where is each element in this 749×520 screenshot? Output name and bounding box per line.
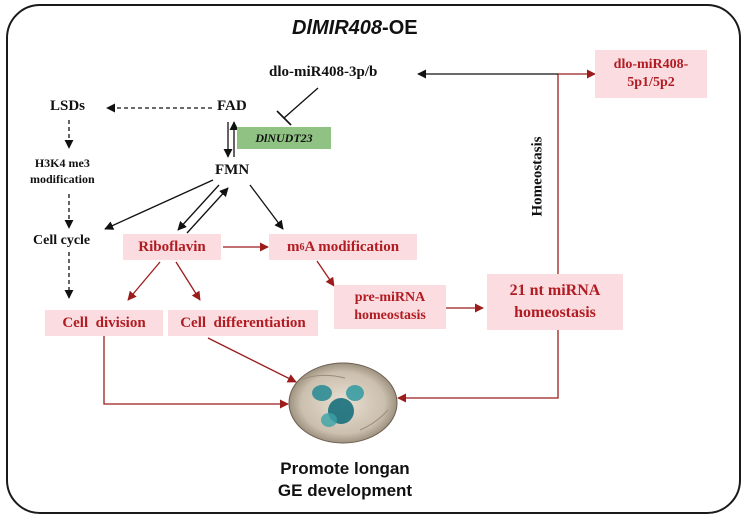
outcome-line1: Promote longan bbox=[280, 459, 410, 478]
fad-label: FAD bbox=[217, 98, 247, 114]
diagram-frame bbox=[6, 4, 741, 514]
arrow-riboflavin-to-division bbox=[127, 261, 161, 301]
pre-mirna-line1: pre-miRNA bbox=[354, 290, 426, 305]
mirna-5p-box: dlo-miR408- 5p1/5p2 bbox=[595, 50, 707, 98]
embryo-image bbox=[288, 362, 398, 444]
inhibit-bar bbox=[276, 110, 292, 126]
arrow-21nt-to-outcome bbox=[397, 330, 559, 403]
arrow-fmn-to-cellcycle bbox=[104, 179, 214, 230]
h3k4-label: H3K4 me3 modification bbox=[30, 155, 95, 187]
arrow-differentiation-to-outcome bbox=[207, 337, 297, 383]
arrow-division-to-outcome bbox=[103, 336, 289, 409]
mirna-3p-label: dlo-miR408-3p/b bbox=[269, 64, 378, 80]
cell-differentiation-box: Cell differentiation bbox=[168, 310, 318, 336]
outcome-line2: GE development bbox=[277, 481, 413, 500]
outcome-text: Promote longan GE development bbox=[260, 458, 430, 502]
riboflavin-box: Riboflavin bbox=[123, 234, 221, 260]
arrow-m6a-to-premirna bbox=[316, 260, 335, 287]
cell-cycle-label: Cell cycle bbox=[33, 233, 91, 248]
title-gene: DlMIR408 bbox=[292, 17, 383, 39]
lsds-label: LSDs bbox=[50, 98, 86, 114]
arrow-21nt-to-5p bbox=[557, 69, 596, 274]
m6a-prefix: m bbox=[286, 238, 300, 255]
arrow-riboflavin-to-differentiation bbox=[175, 261, 201, 301]
pre-mirna-line2: homeostasis bbox=[354, 308, 426, 323]
mirna-5p-line2: 5p1/5p2 bbox=[627, 75, 675, 90]
arrow-fmn-to-riboflavin bbox=[177, 184, 220, 231]
nudt23-box: DlNUDT23 bbox=[237, 127, 331, 149]
h3k4-line2: modification bbox=[30, 172, 95, 186]
h3k4-line1: H3K4 me3 bbox=[34, 156, 90, 170]
m6a-suffix: A modification bbox=[304, 238, 400, 255]
fmn-label: FMN bbox=[215, 162, 250, 178]
title-suffix: -OE bbox=[382, 17, 418, 39]
homeostasis-vertical-label: Homeostasis bbox=[529, 136, 546, 217]
inhibit-mir-to-nudt bbox=[283, 87, 319, 119]
21nt-line1: 21 nt miRNA bbox=[509, 282, 601, 299]
pre-mirna-box: pre-miRNA homeostasis bbox=[334, 285, 446, 329]
mirna-5p-line1: dlo-miR408- bbox=[613, 57, 689, 72]
diagram-title: DlMIR408-OE bbox=[292, 17, 418, 40]
cell-division-box: Cell division bbox=[45, 310, 163, 336]
21nt-line2: homeostasis bbox=[514, 304, 596, 321]
arrow-riboflavin-to-fmn bbox=[186, 187, 229, 234]
21nt-mirna-box: 21 nt miRNA homeostasis bbox=[487, 274, 623, 330]
arrow-fmn-to-m6a bbox=[249, 184, 284, 230]
m6a-superscript: 6 bbox=[299, 241, 305, 253]
